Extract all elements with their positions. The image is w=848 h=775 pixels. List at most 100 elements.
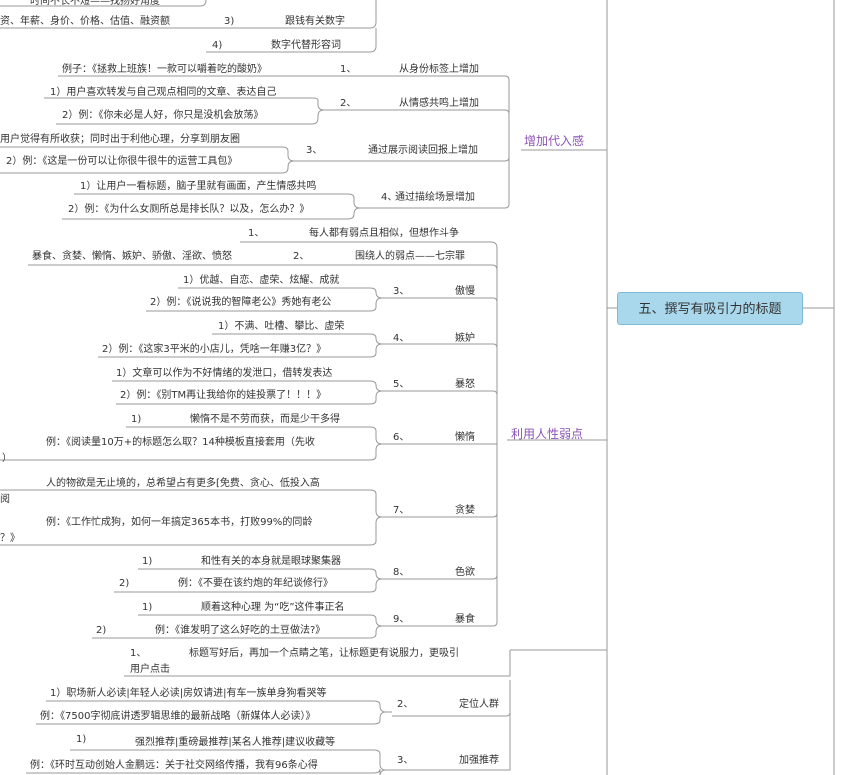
node-text[interactable]: 1）用户喜欢转发与自己观点相同的文章、表达自己: [50, 87, 277, 98]
node-title[interactable]: 加强推荐: [459, 755, 499, 766]
connector-line: [70, 749, 392, 771]
node-title[interactable]: 贪婪: [455, 505, 475, 516]
node-number: 1、: [248, 228, 265, 239]
connector-line: [240, 241, 498, 440]
connector-line: [283, 264, 498, 440]
node-text[interactable]: 1）职场新人必读|年轻人必读|房奴请进|有车一族单身狗看哭等: [50, 688, 327, 699]
central-topic[interactable]: 五、撰写有吸引力的标题: [617, 292, 803, 325]
node-title[interactable]: 通过描绘场景增加: [395, 192, 475, 203]
connector-line: [98, 343, 388, 358]
node-title[interactable]: 从身份标签上增加: [399, 64, 479, 75]
node-text[interactable]: 2）例：《这是一份可以让你很牛很牛的运营工具包》: [6, 156, 238, 167]
node-title[interactable]: 数字代替形容词: [271, 40, 341, 51]
connector-line: [56, 109, 330, 125]
node-title[interactable]: 傲慢: [455, 286, 475, 297]
node-title[interactable]: 每人都有弱点且相似，但想作斗争: [309, 228, 459, 239]
node-text[interactable]: 例：《环时互动创始人金鹏远：关于社交网络传播，我有96条心得: [30, 760, 318, 771]
node-number: 2、: [340, 98, 357, 109]
connector-line: [36, 711, 392, 725]
node-title[interactable]: 从情感共鸣上增加: [399, 98, 479, 109]
connector-line: [124, 650, 511, 677]
node-number: 4、: [381, 192, 398, 203]
connector-line: [372, 150, 510, 209]
node-title[interactable]: 通过展示阅读回报上增加: [368, 145, 478, 156]
node-number: 5、: [393, 379, 410, 390]
node-title[interactable]: 懒惰: [455, 432, 475, 443]
connector-line: [388, 440, 498, 627]
node-text[interactable]: 和性有关的本身就是眼球聚集器: [201, 556, 341, 567]
node-number: 4、: [393, 333, 410, 344]
node-text[interactable]: 2）例：《说说我的智障老公》秀她有老公: [150, 297, 332, 308]
node-text[interactable]: 1）不满、吐槽、攀比、虚荣: [218, 321, 345, 332]
node-text[interactable]: 时间不长不短——找扬好角度: [30, 0, 160, 7]
node-text[interactable]: 暴食、贪婪、懒惰、嫉妒、骄傲、淫欲、愤怒: [32, 251, 232, 262]
node-title[interactable]: 色欲: [455, 567, 475, 578]
node-text[interactable]: ？》: [0, 533, 20, 544]
node-number: 4): [212, 40, 223, 51]
connector-line: [74, 193, 372, 209]
node-number: 1): [76, 734, 87, 745]
node-title[interactable]: 跟钱有关数字: [285, 16, 345, 27]
node-text[interactable]: 资、年薪、身价、价格、估值、融资额: [0, 16, 170, 27]
node-text[interactable]: 懒惰不是不劳而获，而是少干多得: [190, 414, 340, 425]
node-text[interactable]: 2）例：《这家3平米的小店儿，凭啥一年赚3亿？》: [102, 344, 327, 355]
connector-line: [46, 700, 392, 713]
connector-line: [26, 768, 392, 775]
connector-line: [0, 516, 388, 546]
node-text[interactable]: 人的物欲是无止境的，总希望占有更多[免费、贪心、低投入高: [46, 478, 320, 489]
node-text[interactable]: 1）让用户一看标题，脑子里就有画面，产生情感共鸣: [80, 181, 317, 192]
connector-line: [114, 578, 388, 593]
node-title[interactable]: 嫉妒: [455, 333, 475, 344]
node-text[interactable]: 例：《阅读量10万+的标题怎么取？14种模板直接套用（先收: [46, 437, 315, 448]
connector-line: [330, 75, 510, 150]
node-text[interactable]: 顺着这种心理 为“吃”这件事正名: [201, 602, 345, 613]
connector-line: [0, 489, 388, 518]
connector-line: [388, 297, 498, 440]
node-text[interactable]: 2）例：《你未必是人好，你只是没机会放荡》: [62, 110, 264, 121]
node-number: 2): [119, 578, 130, 589]
connector-line: [392, 700, 511, 771]
node-number: 9、: [393, 614, 410, 625]
node-text[interactable]: 例：《谁发明了这么好吃的土豆做法?》: [155, 625, 326, 636]
node-title[interactable]: 围绕人的弱点——七宗罪: [355, 251, 465, 262]
node-text[interactable]: 2）例：《别TM再让我给你的娃投票了！！！》: [120, 390, 327, 401]
node-text[interactable]: 例：《不要在该约炮的年纪谈修行》: [178, 578, 333, 589]
connector-line: [138, 568, 388, 580]
connector-line: [146, 297, 388, 312]
node-number: 1): [142, 602, 153, 613]
connector-line: [206, 28, 377, 53]
node-text[interactable]: 标题写好后，再加一个点睛之笔，让标题更有说服力，更吸引: [189, 648, 459, 659]
node-number: 8、: [393, 567, 410, 578]
node-text[interactable]: 1）优越、自恋、虚荣、炫耀、成就: [183, 275, 340, 286]
node-text[interactable]: 例子：《拯救上班族！一款可以嚼着吃的酸奶》: [62, 64, 267, 75]
connector-line: [44, 97, 330, 111]
connector-line: [330, 109, 510, 150]
node-text[interactable]: 用户点击: [130, 664, 170, 675]
node-title[interactable]: 暴怒: [455, 379, 475, 390]
connector-line: [178, 287, 388, 299]
node-number: 2、: [293, 251, 310, 262]
node-text[interactable]: 用户觉得有所收获；同时出于利他心理，分享到朋友圈: [0, 134, 240, 145]
node-title[interactable]: 暴食: [455, 614, 475, 625]
node-text[interactable]: 阅: [0, 494, 10, 505]
connector-line: [0, 160, 300, 174]
node-number: 3): [224, 16, 235, 27]
node-number: 1): [142, 556, 153, 567]
node-text[interactable]: 例：《工作忙成狗，如何一年搞定365本书，打败99%的同龄: [46, 517, 313, 528]
node-text[interactable]: 1）文章可以作为不好情绪的发泄口，借转发表达: [116, 368, 333, 379]
node-number: 1): [131, 414, 142, 425]
node-text[interactable]: 例：《7500字彻底讲透罗辑思维的最新战略（新媒体人必读）》: [40, 711, 316, 722]
node-number: 6、: [393, 432, 410, 443]
node-text[interactable]: 强烈推荐|重磅最推荐|某名人推荐|建议收藏等: [135, 737, 336, 748]
connector-line: [212, 333, 388, 345]
node-number: 2、: [397, 699, 414, 710]
branch-label-engagement[interactable]: 增加代入感: [524, 134, 585, 148]
node-number: 1、: [340, 64, 357, 75]
connector-line: [112, 380, 388, 392]
node-title[interactable]: 定位人群: [459, 699, 499, 710]
connector-line: [0, 146, 300, 162]
node-text[interactable]: ）: [2, 453, 12, 464]
branch-label-weakness[interactable]: 利用人性弱点: [511, 427, 584, 441]
node-text[interactable]: 2）例：《为什么女厕所总是排长队？以及，怎么办？》: [68, 204, 310, 215]
